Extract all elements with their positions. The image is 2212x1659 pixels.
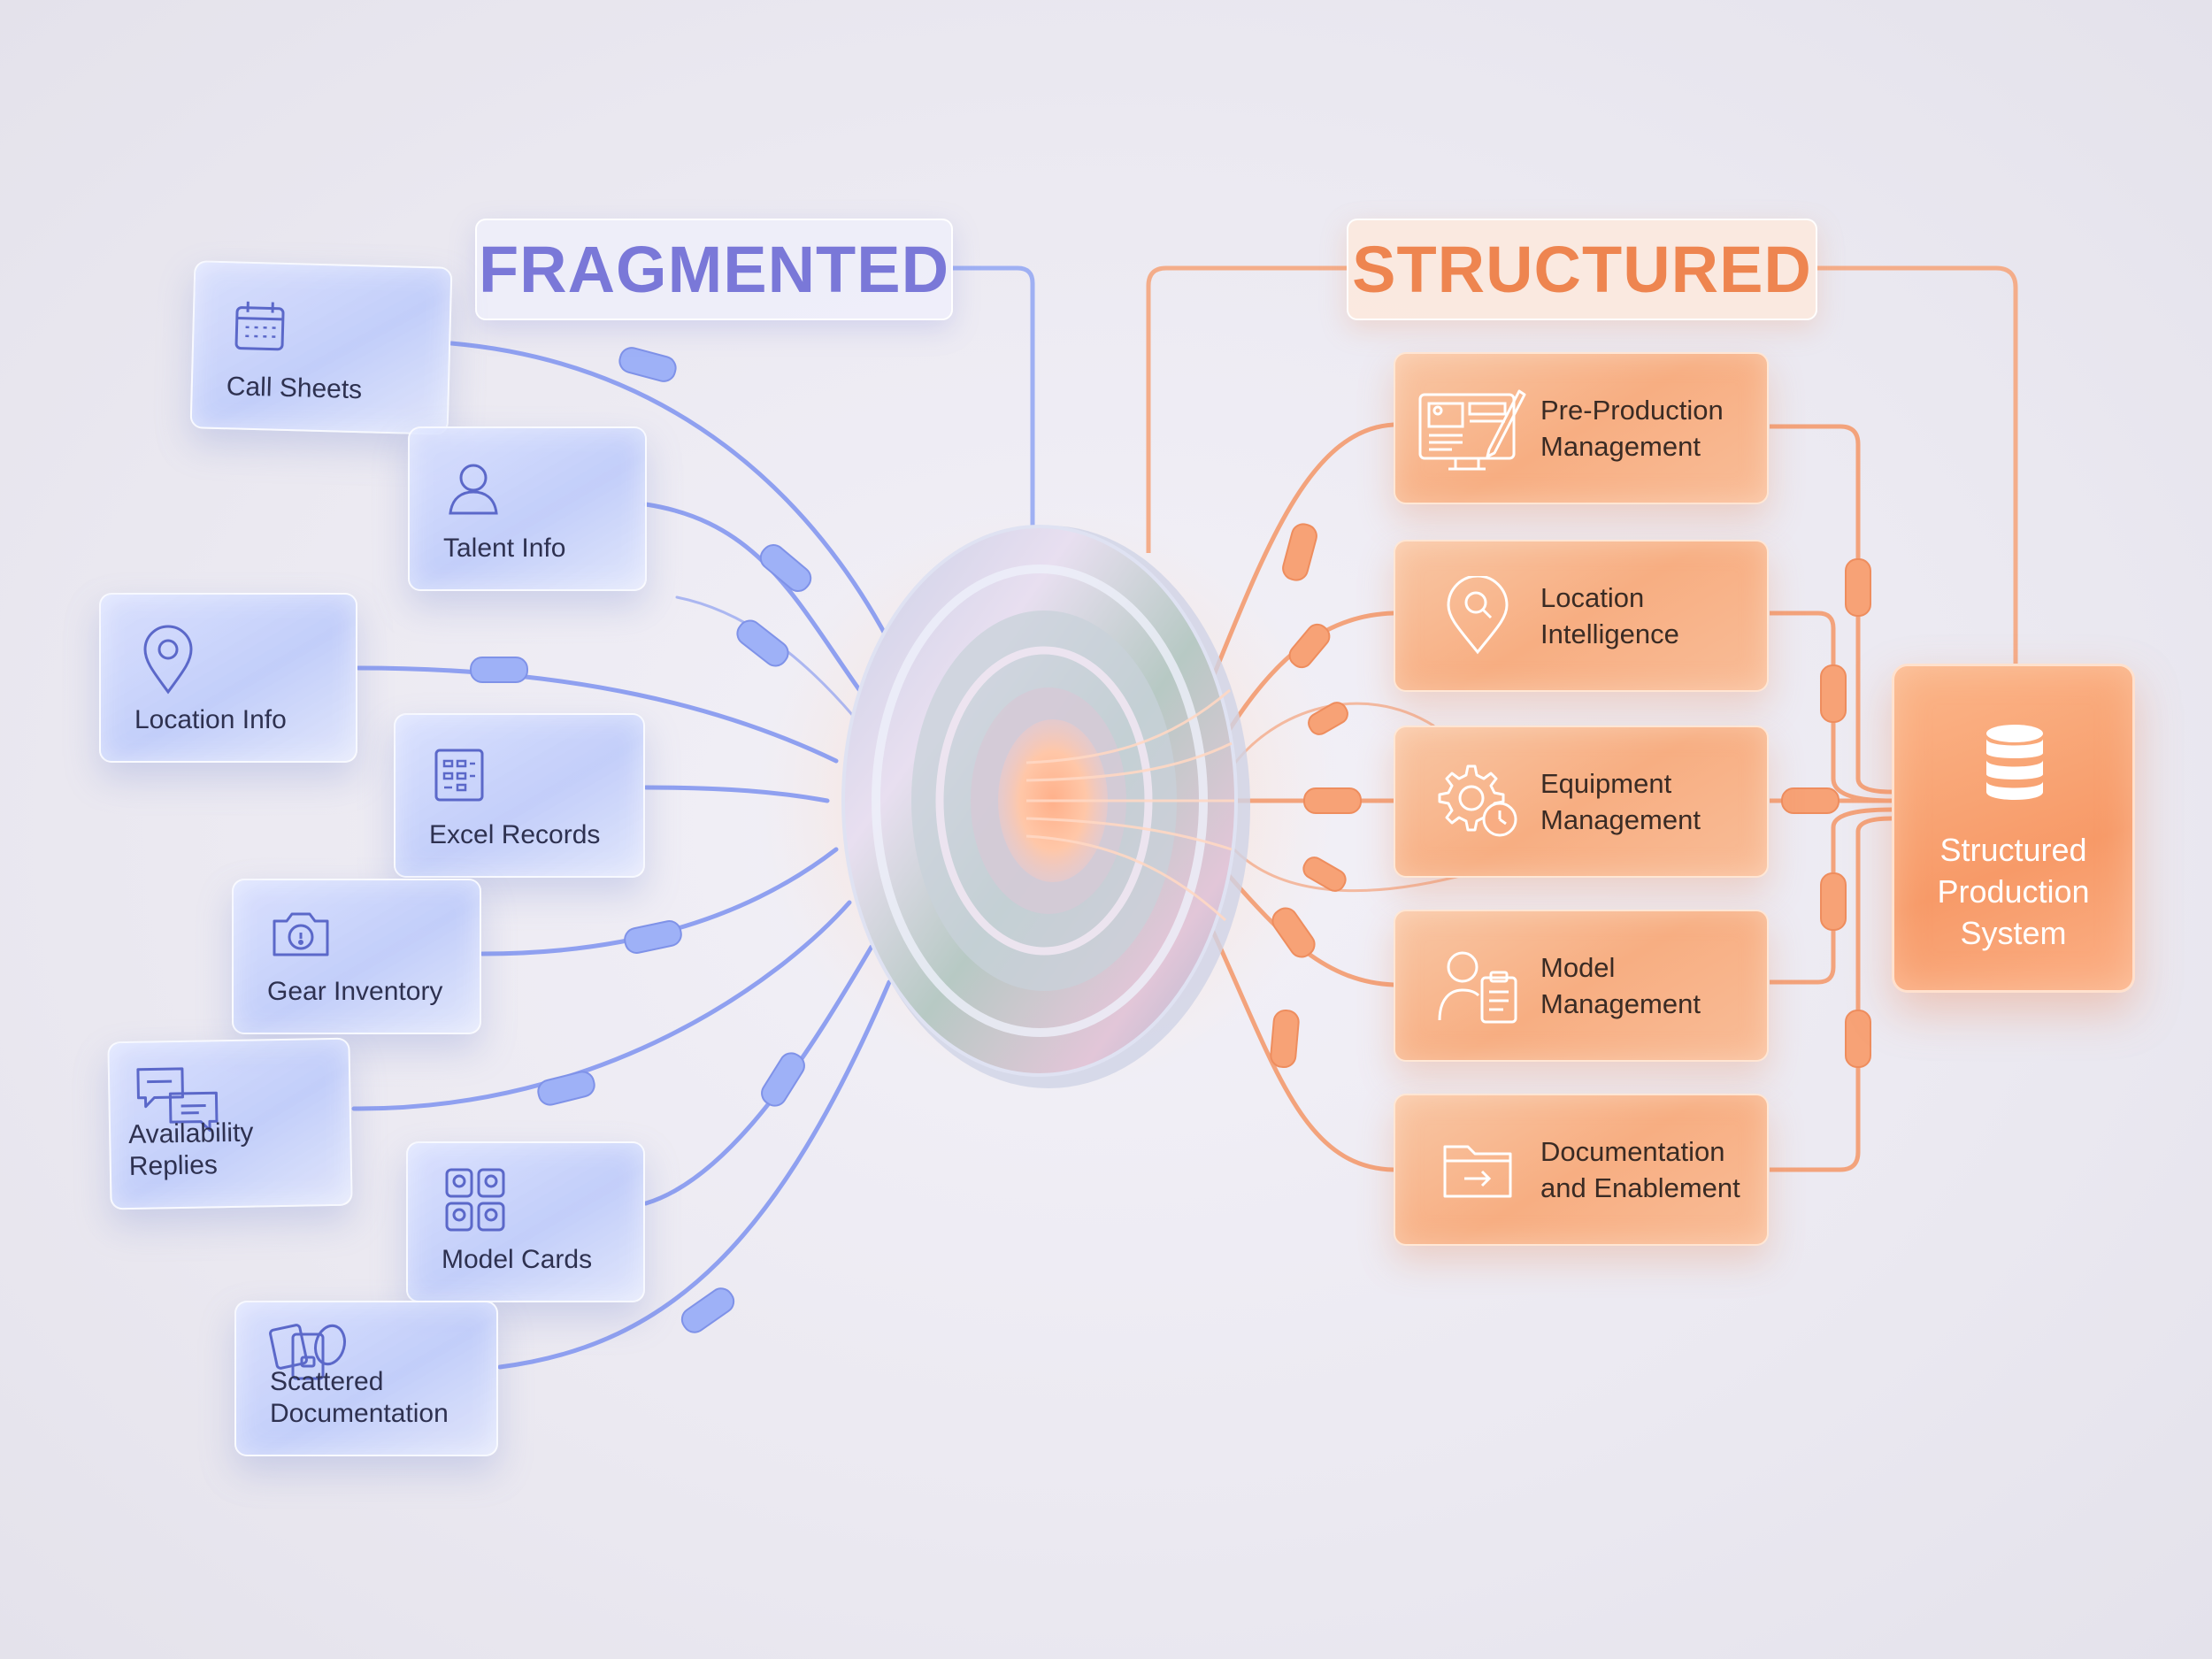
module-label: Equipment Management: [1540, 768, 1701, 835]
source-card-gear-inventory[interactable]: Gear Inventory: [232, 879, 481, 1034]
structured-production-system-card[interactable]: Structured Production System: [1892, 664, 2135, 993]
module-card-model-management[interactable]: Model Management: [1394, 910, 1769, 1062]
module-card-equipment[interactable]: Equipment Management: [1394, 726, 1769, 878]
wire-connector: [470, 657, 528, 683]
location-pin-icon: [142, 625, 195, 695]
source-card-call-sheets[interactable]: Call Sheets: [189, 260, 453, 435]
wire-connector: [1845, 1010, 1871, 1068]
source-card-scattered-documentation[interactable]: Scattered Documentation: [234, 1301, 498, 1456]
structured-header-wire-left: [1146, 265, 1347, 553]
wire-connector: [1302, 856, 1347, 892]
source-label: Location Info: [134, 705, 287, 734]
module-card-pre-production[interactable]: Pre-Production Management: [1394, 352, 1769, 504]
wire-connector: [1820, 872, 1847, 931]
wire-connector: [759, 544, 812, 592]
camera-icon: [269, 907, 333, 960]
gear-clock-icon: [1434, 761, 1523, 842]
source-label: Model Cards: [442, 1245, 593, 1274]
wire-connector: [618, 347, 677, 382]
storyboard-icon: [1417, 384, 1526, 472]
fragmented-header: FRAGMENTED: [475, 219, 953, 320]
structured-header-wire-right: [1817, 265, 2018, 664]
database-icon: [1983, 723, 2047, 807]
location-search-icon: [1445, 576, 1510, 656]
source-label: Gear Inventory: [267, 977, 443, 1006]
source-label: Availability Replies: [127, 1118, 254, 1181]
system-label: Structured Production System: [1937, 832, 2090, 951]
spreadsheet-icon: [433, 747, 486, 803]
wire-connector: [680, 1287, 735, 1333]
source-label: Talent Info: [443, 534, 566, 563]
source-card-model-cards[interactable]: Model Cards: [406, 1141, 645, 1302]
wire-connector: [1282, 523, 1317, 581]
wire-call-sheets: [449, 341, 896, 653]
module-label: Pre-Production Management: [1540, 395, 1724, 462]
module-card-documentation[interactable]: Documentation and Enablement: [1394, 1094, 1769, 1246]
wire-excel-records: [643, 785, 830, 803]
source-label: Call Sheets: [226, 372, 363, 405]
fragmented-header-wire: [953, 265, 1035, 531]
central-lens: [841, 525, 1250, 1088]
wire-connector: [1271, 907, 1316, 958]
source-card-talent-info[interactable]: Talent Info: [408, 426, 647, 591]
wire-to-equipment-lower: [1228, 843, 1462, 893]
bus-pre-production: [1770, 424, 1893, 795]
source-card-availability-replies[interactable]: Availability Replies: [107, 1037, 353, 1210]
wire-connector: [736, 619, 789, 667]
wire-connector: [1308, 702, 1348, 735]
wire-connector: [1781, 787, 1839, 814]
wire-connector: [1845, 558, 1871, 617]
wire-gear-inventory: [480, 847, 839, 956]
chat-bubbles-icon: [134, 1063, 220, 1135]
source-card-location-info[interactable]: Location Info: [99, 593, 357, 763]
module-card-location-intelligence[interactable]: Location Intelligence: [1394, 540, 1769, 692]
person-icon: [445, 458, 502, 518]
wire-connector: [1270, 1009, 1300, 1069]
module-label: Documentation and Enablement: [1540, 1136, 1740, 1203]
bus-documentation: [1770, 816, 1893, 1172]
wire-connector: [761, 1052, 805, 1107]
module-label: Model Management: [1540, 952, 1701, 1019]
wire-connector: [537, 1071, 595, 1106]
structured-header: STRUCTURED: [1347, 219, 1817, 320]
wire-connector: [1303, 787, 1362, 814]
module-label: Location Intelligence: [1540, 582, 1679, 649]
wire-scattered-docs: [497, 979, 892, 1370]
wire-connector: [1820, 664, 1847, 723]
source-label: Excel Records: [429, 820, 601, 849]
person-clipboard-icon: [1436, 946, 1521, 1025]
scattered-docs-icon: [268, 1318, 349, 1382]
wire-availability-replies: [351, 900, 852, 1111]
source-card-excel-records[interactable]: Excel Records: [394, 713, 645, 878]
wire-connector: [624, 920, 682, 954]
calendar-icon: [231, 296, 289, 355]
model-cards-icon: [443, 1166, 507, 1233]
wire-connector: [1288, 623, 1331, 669]
wire-to-documentation: [1205, 918, 1396, 1172]
folder-arrow-icon: [1441, 1138, 1516, 1202]
wire-to-equipment-upper: [1228, 702, 1435, 772]
wire-location-info: [356, 665, 839, 764]
source-label: Scattered Documentation: [270, 1367, 449, 1428]
wire-to-pre-production: [1205, 422, 1396, 693]
